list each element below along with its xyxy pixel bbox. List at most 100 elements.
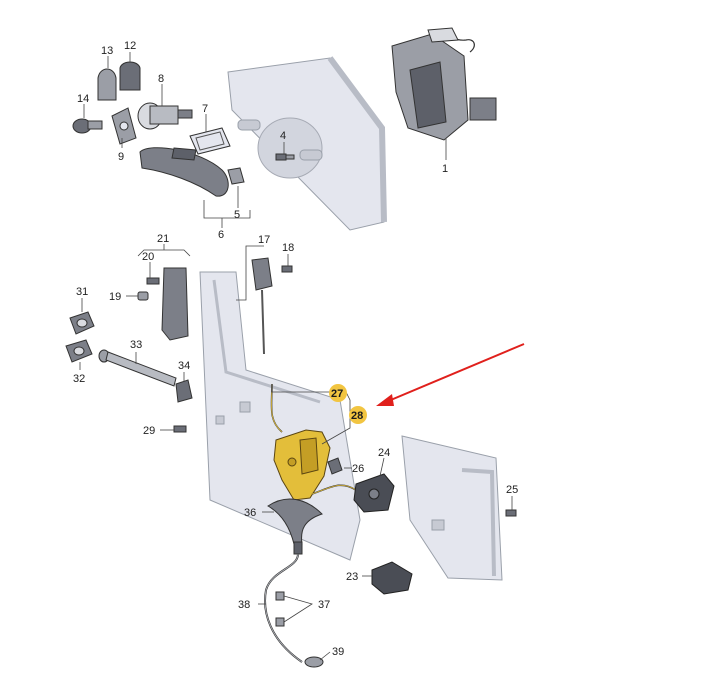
part-37-clip-upper: [275, 591, 285, 601]
label-8: 8: [158, 73, 164, 85]
part-24-pivot: [368, 488, 380, 500]
label-4: 4: [280, 130, 286, 142]
part-26-clip: [327, 457, 343, 475]
label-9: 9: [118, 151, 124, 163]
handle-slot-left: [237, 119, 261, 131]
handle-slot-right: [299, 149, 323, 161]
badge-27: [329, 384, 347, 402]
part-20-screw: [146, 277, 160, 285]
part-17-rod: [261, 289, 265, 355]
label-33: 33: [130, 339, 142, 351]
panel-hole-1: [215, 415, 225, 425]
panel-hole-3: [431, 519, 445, 531]
label-31: 31: [76, 286, 88, 298]
part-12-cap: [119, 61, 141, 91]
part-labels: 1 4 5 6 7 8 9 12 13 14 17 18 19 20 21 23…: [73, 40, 518, 658]
part-17-rod-holder: [251, 257, 273, 291]
label-14: 14: [77, 93, 89, 105]
label-20: 20: [142, 251, 154, 263]
label-34: 34: [178, 360, 190, 372]
label-6: 6: [218, 229, 224, 241]
clip-shaft: [87, 120, 103, 130]
part-18-screw: [281, 265, 293, 273]
label-24: 24: [378, 447, 390, 459]
lock-housing: [299, 437, 319, 475]
label-39: 39: [332, 646, 344, 658]
handle-mount: [171, 147, 197, 161]
part-7-gasket: [189, 127, 231, 155]
label-25: 25: [506, 484, 518, 496]
lock-pivot: [287, 457, 297, 467]
cylinder-body: [149, 105, 179, 125]
part-9-handle-bracket: [111, 107, 137, 145]
b-pillar: [199, 271, 361, 561]
part-28-door-lock: [273, 429, 357, 501]
part-8-lock-cylinder: [137, 102, 193, 130]
part-39-cable-end: [304, 656, 324, 668]
panel-hole-2: [239, 401, 251, 413]
label-17: 17: [258, 234, 270, 246]
part-31-hole: [76, 318, 88, 328]
label-23: 23: [346, 571, 358, 583]
leader-39: [319, 651, 331, 661]
part-1-bracket: [391, 27, 497, 141]
bracket-37: [283, 595, 313, 623]
screw-4-head: [275, 153, 287, 161]
label-12: 12: [124, 40, 136, 52]
bracket-front: [409, 61, 447, 129]
part-33-pin-shaft: [105, 351, 177, 387]
part-23-striker: [371, 561, 413, 595]
label-19: 19: [109, 291, 121, 303]
part-29-screw: [173, 425, 187, 433]
gasket-inner: [195, 131, 225, 151]
leader-24: [379, 457, 385, 477]
bracket-9-hole: [119, 121, 129, 131]
bracket-tab: [469, 97, 497, 121]
label-7: 7: [202, 103, 208, 115]
leader-27: [271, 384, 330, 393]
part-19-clip: [137, 291, 149, 301]
label-29: 29: [143, 425, 155, 437]
label-27: 27: [331, 388, 343, 400]
part-38-cable-core: [264, 553, 303, 663]
part-37-clip-lower: [275, 617, 285, 627]
label-13: 13: [101, 45, 113, 57]
part-21-inner-handle: [161, 267, 189, 341]
part-32-hole: [73, 346, 85, 356]
lower-door-structure: [199, 271, 503, 581]
label-38: 38: [238, 599, 250, 611]
part-36-lever: [267, 498, 323, 545]
part-36-hub: [293, 541, 303, 555]
bracket-top: [427, 27, 459, 43]
bracket-6: [203, 200, 251, 219]
label-32: 32: [73, 373, 85, 385]
handle-recess: [257, 117, 323, 179]
part-13-cover: [97, 68, 117, 101]
rear-door-panel: [401, 435, 503, 581]
red-pointer-arrow: [376, 343, 525, 406]
label-26: 26: [352, 463, 364, 475]
label-1: 1: [442, 163, 448, 175]
leader-lines: [79, 52, 513, 661]
arrow-head: [376, 394, 394, 406]
leader-17: [236, 245, 264, 301]
lock-cable-core: [311, 484, 357, 495]
label-5: 5: [234, 209, 240, 221]
part-25-screw: [505, 509, 517, 517]
upper-door-panel-edge: [327, 56, 387, 223]
upper-door-panel: [227, 56, 387, 231]
part-5-cover: [227, 167, 245, 185]
screw-4-shaft: [285, 154, 295, 160]
part-34-bushing: [175, 379, 193, 403]
arrow-shaft: [385, 343, 525, 403]
part-14-clip: [72, 118, 103, 134]
label-28: 28: [351, 410, 363, 422]
part-4-screw: [275, 153, 295, 161]
badge-28: [349, 406, 367, 424]
cylinder-tail: [177, 109, 193, 119]
label-37: 37: [318, 599, 330, 611]
label-18: 18: [282, 242, 294, 254]
label-36: 36: [244, 507, 256, 519]
label-21: 21: [157, 233, 169, 245]
